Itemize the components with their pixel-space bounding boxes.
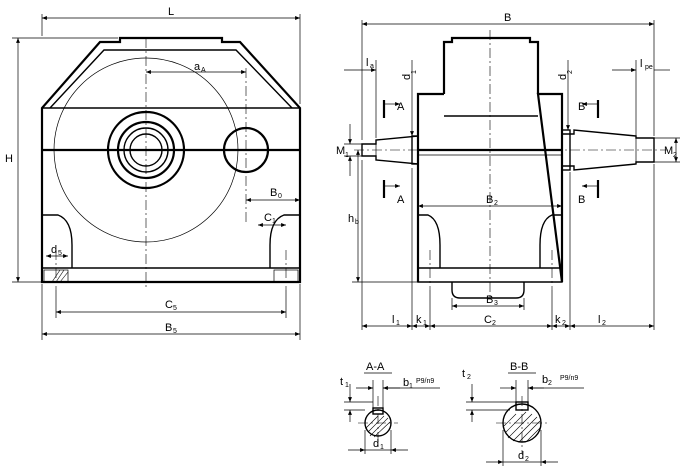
- side-right-foot: [539, 214, 563, 268]
- dim-k1-label: k: [416, 314, 422, 326]
- dim-C5-sub: 5: [173, 305, 177, 312]
- dim-C1-label: C: [264, 212, 272, 224]
- front-view: [40, 36, 302, 290]
- section-AA-title: A-A: [366, 361, 385, 373]
- dim-AA-d1-label: d: [373, 438, 379, 450]
- side-dimensions: B l a d 1 d 2 l pe M 1 M 2 h: [336, 12, 680, 330]
- section-AA-hatch: [365, 415, 391, 438]
- dim-AA-d1-sub: 1: [380, 444, 384, 451]
- dim-l1-sub: 1: [396, 320, 400, 327]
- dim-t1-label: t: [340, 376, 343, 388]
- dim-M1-label: M: [336, 145, 345, 157]
- dim-BB-d2-label: d: [518, 450, 524, 462]
- dim-b1-sub: 1: [409, 383, 413, 390]
- dim-L-label: L: [168, 6, 174, 18]
- dim-k1-sub: 1: [423, 320, 427, 327]
- dim-B5-label: B: [165, 322, 172, 334]
- dim-k2-sub: 2: [562, 320, 566, 327]
- dim-b2-label: b: [542, 374, 548, 386]
- housing-outline: [40, 36, 302, 284]
- side-base: [417, 267, 563, 283]
- dim-hb-sub: b: [355, 219, 359, 226]
- dim-d5-sub: 5: [58, 250, 62, 257]
- dim-t1-sub: 1: [345, 382, 349, 389]
- dim-k2-label: k: [555, 314, 561, 326]
- dim-b2-sub: 2: [548, 380, 552, 387]
- dim-lpe-sub: pe: [645, 64, 653, 71]
- dim-b2-tol: P9/n9: [560, 375, 578, 382]
- dim-d5-label: d: [51, 244, 57, 256]
- section-AA: A-A t 1 b 1 P9/n9 d 1: [340, 361, 440, 454]
- dim-B0-label: B: [270, 187, 277, 199]
- dim-t2-label: t: [462, 368, 465, 380]
- section-B-bottom-label: B: [578, 194, 585, 206]
- dim-l2-label: l: [598, 314, 600, 326]
- dim-la-sub: a: [370, 63, 374, 70]
- dim-B3-label: B: [486, 294, 493, 306]
- dim-H-label: H: [5, 153, 13, 165]
- dim-C2-label: C: [484, 314, 492, 326]
- dim-aA-sub: A: [201, 67, 206, 74]
- dim-B0-sub: 0: [278, 193, 282, 200]
- side-bottom-lug: [451, 282, 525, 299]
- section-BB-title: B-B: [510, 361, 528, 373]
- dim-d1-sub: 1: [411, 70, 418, 74]
- dim-d1-label: d: [401, 74, 413, 80]
- dim-BB-d2-sub: 2: [525, 456, 529, 463]
- dim-l2-sub: 2: [602, 320, 606, 327]
- dim-B3-sub: 3: [494, 300, 498, 307]
- dim-b1-label: b: [403, 377, 409, 389]
- section-BB: B-B t 2 b 2 P9/n9: [462, 361, 584, 466]
- dim-C2-sub: 2: [492, 320, 496, 327]
- dim-M2-label: M: [664, 145, 673, 157]
- dim-C1-sub: 1: [272, 218, 276, 225]
- dim-d2-label: d: [557, 74, 569, 80]
- front-dimensions: L H a A B 0 C 1 d 5 C 5 B 5: [5, 6, 301, 340]
- dim-d2-sub: 2: [567, 70, 574, 74]
- section-B-top-label: B: [578, 101, 585, 113]
- section-A-top-label: A: [397, 101, 405, 113]
- dim-lpe-label: l: [640, 58, 642, 70]
- dim-l1-label: l: [392, 314, 394, 326]
- tower-outline: [442, 36, 540, 94]
- dim-hb-label: h: [348, 213, 354, 225]
- side-left-foot: [417, 214, 441, 268]
- left-foot: [41, 214, 73, 268]
- dim-M2-sub: 2: [673, 152, 677, 159]
- section-BB-hatch: [503, 411, 541, 443]
- dim-la-label: l: [366, 57, 368, 69]
- side-view: A A B B: [354, 30, 668, 300]
- left-bolt-hatch: [51, 269, 69, 283]
- dim-b1-tol: P9/n9: [416, 378, 434, 385]
- section-A-bottom-label: A: [397, 194, 405, 206]
- dim-t2-sub: 2: [467, 374, 471, 381]
- dim-M1-sub: 1: [345, 152, 349, 159]
- dim-B2-label: B: [486, 194, 493, 206]
- dim-B5-sub: 5: [173, 328, 177, 335]
- housing-inner-line: [49, 49, 293, 109]
- dim-B2-sub: 2: [494, 200, 498, 207]
- dim-aA-label: a: [194, 61, 201, 73]
- dim-B-label: B: [504, 12, 511, 24]
- dim-C5-label: C: [165, 299, 173, 311]
